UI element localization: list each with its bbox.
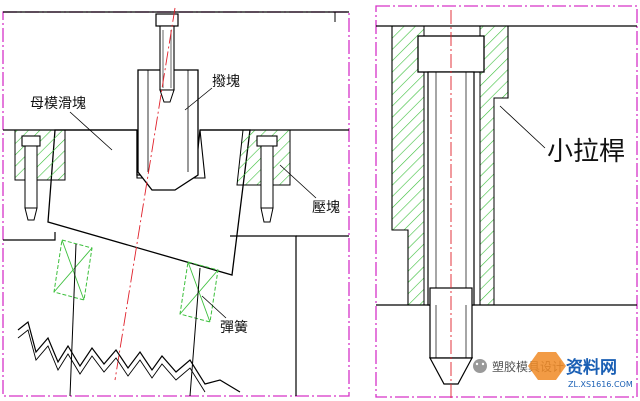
spring-left (53, 239, 93, 301)
leader-mother-slide (69, 111, 113, 151)
wechat-icon (473, 359, 487, 373)
right-view-frame (375, 5, 638, 398)
right-step (392, 229, 409, 305)
right-step-2 (494, 26, 509, 99)
right-press-block (236, 129, 291, 223)
leader-push-block (184, 87, 213, 111)
site-logo-icon (528, 352, 566, 380)
lower-plate (3, 232, 56, 241)
product-profile (17, 320, 241, 393)
leader-spring (201, 295, 227, 319)
left-section-view: 母模滑塊 撥塊 壓塊 彈簧 (2, 7, 350, 397)
label-spring: 彈簧 (220, 320, 248, 336)
leader-pull-rod (499, 105, 546, 149)
watermark-site: 资料网 (566, 357, 617, 378)
core-line-right (189, 267, 201, 397)
product-profile-inner (17, 329, 206, 393)
lower-plate-right (230, 235, 297, 396)
watermark-url: ZL.XS1616.COM (568, 380, 633, 389)
left-press-block (14, 129, 66, 221)
label-press-block: 壓塊 (312, 200, 340, 216)
right-section-view: 小拉桿 (375, 5, 638, 398)
watermark: 塑胶模具设计 资料网 ZL.XS1616.COM (473, 352, 633, 389)
core-line-left (69, 243, 77, 397)
label-small-pull-rod: 小拉桿 (547, 137, 625, 167)
label-mother-slide: 母模滑塊 (30, 95, 86, 112)
spring-right (179, 261, 219, 323)
push-block (137, 69, 199, 191)
leader-press-block (279, 164, 317, 199)
label-push-block: 撥塊 (212, 74, 240, 90)
slide-centerline (114, 7, 176, 381)
